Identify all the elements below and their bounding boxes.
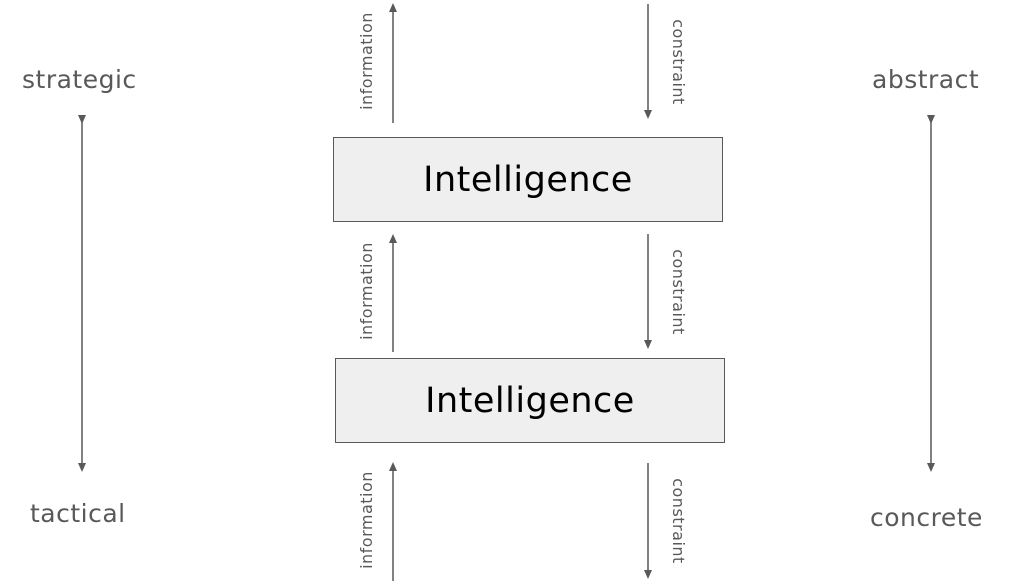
information-label-middle: information [357,242,376,340]
information-label-top: information [357,12,376,110]
upper-intelligence-label: Intelligence [423,159,633,200]
tactical-label: tactical [30,499,126,528]
lower-intelligence-box: Intelligence [335,358,725,443]
abstract-label: abstract [872,65,980,94]
constraint-label-top: constraint [669,19,688,105]
constraint-label-middle: constraint [669,249,688,335]
constraint-label-bottom: constraint [669,478,688,564]
upper-intelligence-box: Intelligence [333,137,723,222]
concrete-label: concrete [870,503,983,532]
strategic-label: strategic [22,65,137,94]
information-label-bottom: information [357,471,376,569]
lower-intelligence-label: Intelligence [425,380,635,421]
